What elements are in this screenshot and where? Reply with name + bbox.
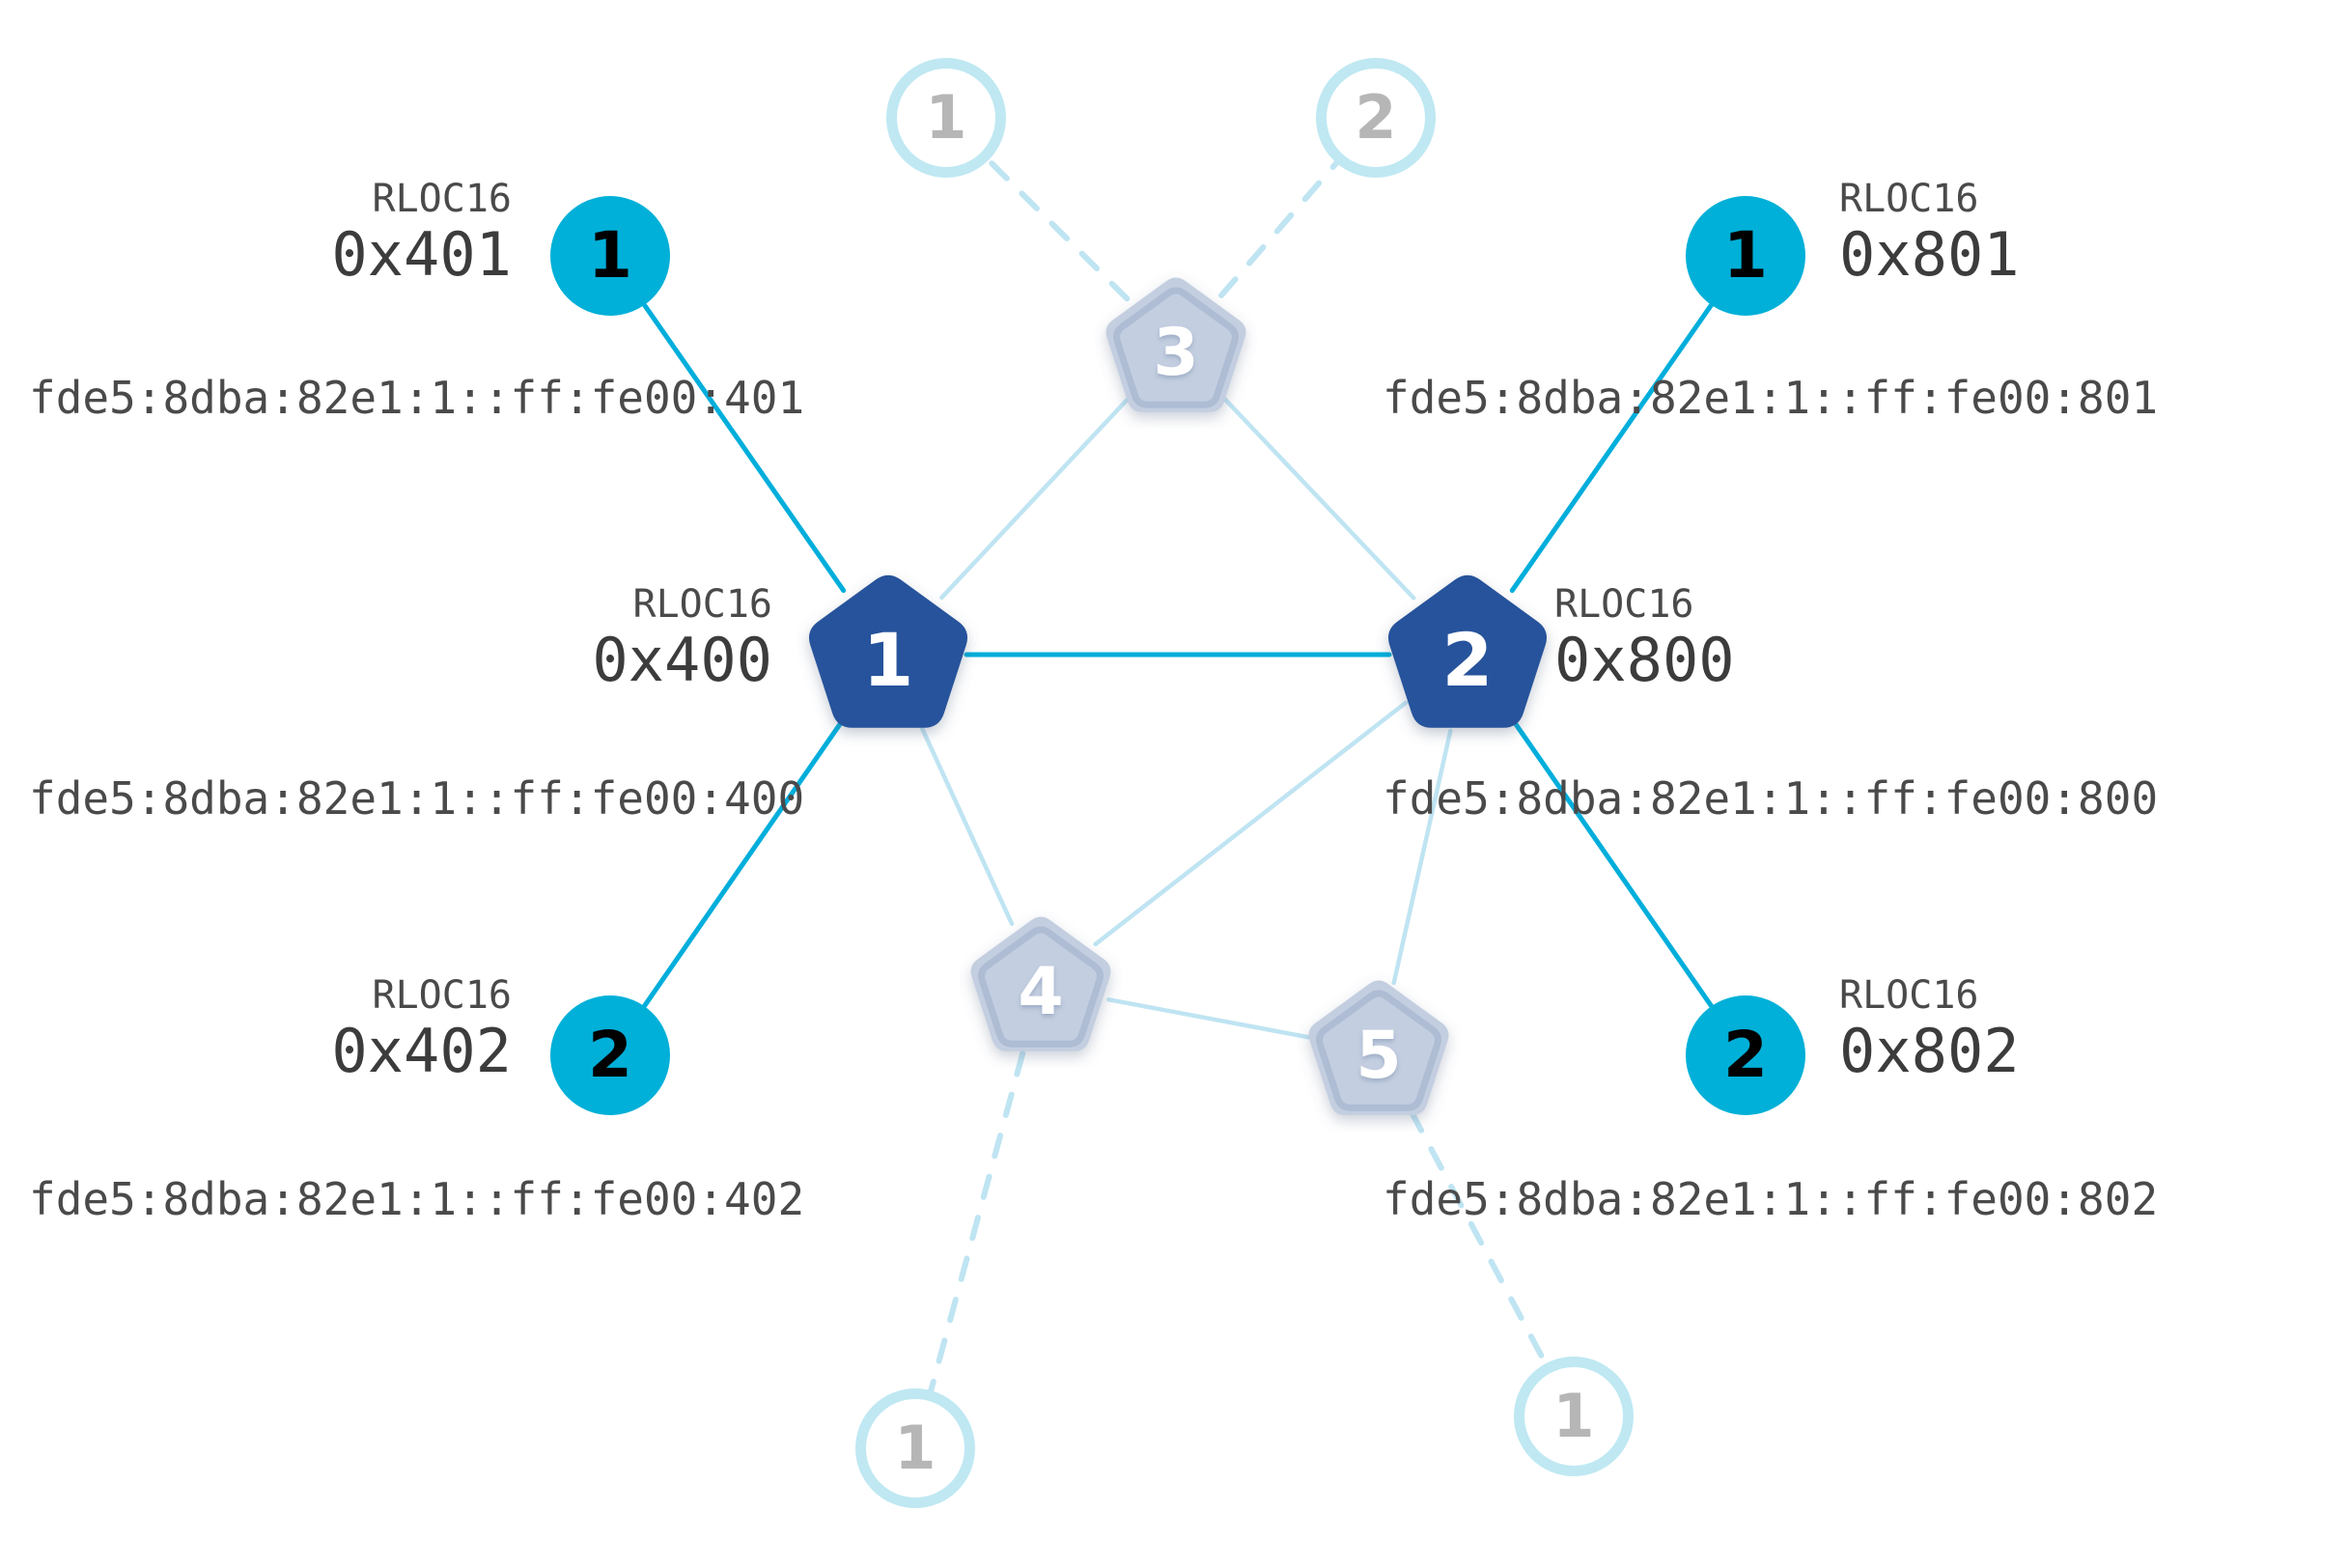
rloc-value: 0x400: [592, 625, 772, 695]
node-number-label: 1: [925, 82, 967, 153]
rloc-title: RLOC16: [1554, 582, 1694, 627]
ipv6-address-0x402: fde5:8dba:82e1:1::ff:fe00:402: [29, 1173, 805, 1225]
ipv6-address-0x801: fde5:8dba:82e1:1::ff:fe00:801: [1383, 372, 2159, 424]
edge-g3-gc1: [982, 154, 1131, 302]
edge-r400-c401: [639, 298, 847, 594]
node-number-label: 3: [1153, 315, 1199, 391]
edge-r800-g5: [1391, 728, 1453, 986]
edge-r400-g3: [939, 396, 1132, 601]
node-number-label: 5: [1356, 1018, 1402, 1094]
child-node-1[interactable]: 1: [1686, 196, 1805, 316]
rloc-value: 0x401: [331, 219, 512, 290]
edge-r800-c802: [1509, 716, 1717, 1013]
ghost-router-node-3[interactable]: 3: [1095, 266, 1257, 429]
pentagon-body: [808, 574, 968, 728]
node-number-label: 1: [588, 218, 632, 293]
node-number-label: 4: [1018, 954, 1064, 1030]
ghost-child-node-1[interactable]: 1: [1514, 1357, 1634, 1476]
rloc-title: RLOC16: [1839, 973, 1979, 1018]
router-node-1[interactable]: 1: [797, 563, 980, 746]
ghost-child-node-2[interactable]: 2: [1316, 58, 1436, 178]
ghost-child-node-1[interactable]: 1: [855, 1388, 975, 1508]
node-number-label: 2: [1723, 1018, 1768, 1092]
pentagon-icon: [808, 574, 968, 728]
pentagon-icon: [1308, 980, 1449, 1115]
child-node-2[interactable]: 2: [550, 995, 670, 1115]
node-number-label: 2: [1355, 82, 1397, 153]
node-number-label: 1: [862, 617, 914, 703]
node-number-label: 1: [894, 1413, 936, 1483]
pentagon-inner-border: [1316, 990, 1441, 1111]
edge-g3-gc2: [1218, 156, 1343, 298]
pentagon-inner-border: [978, 926, 1104, 1048]
pentagon-body: [1387, 574, 1548, 728]
router-node-2[interactable]: 2: [1376, 563, 1559, 746]
edge-g5-gc4: [1408, 1108, 1551, 1371]
child-node-2[interactable]: 2: [1686, 995, 1805, 1115]
node-number-label: 1: [1723, 218, 1768, 293]
node-number-label: 2: [588, 1018, 632, 1092]
pentagon-icon: [1387, 574, 1548, 728]
rloc-value: 0x802: [1839, 1016, 2020, 1086]
edge-r400-g4: [918, 723, 1015, 927]
rloc-value: 0x402: [331, 1016, 512, 1086]
rloc-title: RLOC16: [372, 973, 513, 1018]
edge-g4-g5: [1106, 997, 1313, 1040]
rloc-value: 0x800: [1554, 625, 1735, 695]
ghost-router-node-5[interactable]: 5: [1298, 969, 1460, 1132]
ghost-router-node-4[interactable]: 4: [960, 906, 1122, 1068]
ipv6-address-0x802: fde5:8dba:82e1:1::ff:fe00:802: [1383, 1173, 2159, 1225]
node-number-label: 2: [1441, 617, 1494, 703]
rloc-title: RLOC16: [632, 582, 773, 627]
edge-r800-g4: [1093, 700, 1409, 947]
ipv6-address-0x400: fde5:8dba:82e1:1::ff:fe00:400: [29, 772, 805, 825]
rloc-title: RLOC16: [372, 177, 513, 221]
node-number-label: 1: [1552, 1381, 1595, 1451]
pentagon-icon: [970, 916, 1111, 1051]
child-node-1[interactable]: 1: [550, 196, 670, 316]
rloc-value: 0x801: [1839, 219, 2020, 290]
edge-g4-gc3: [926, 1050, 1026, 1398]
ipv6-address-0x800: fde5:8dba:82e1:1::ff:fe00:800: [1383, 772, 2159, 825]
edge-r800-g3: [1221, 395, 1416, 601]
ghost-child-node-1[interactable]: 1: [886, 58, 1006, 178]
rloc-title: RLOC16: [1839, 177, 1979, 221]
pentagon-icon: [1105, 277, 1246, 412]
ipv6-address-0x401: fde5:8dba:82e1:1::ff:fe00:401: [29, 372, 805, 424]
edge-r800-c801: [1509, 298, 1717, 594]
pentagon-inner-border: [1113, 287, 1239, 408]
edge-r400-c402: [639, 716, 847, 1013]
